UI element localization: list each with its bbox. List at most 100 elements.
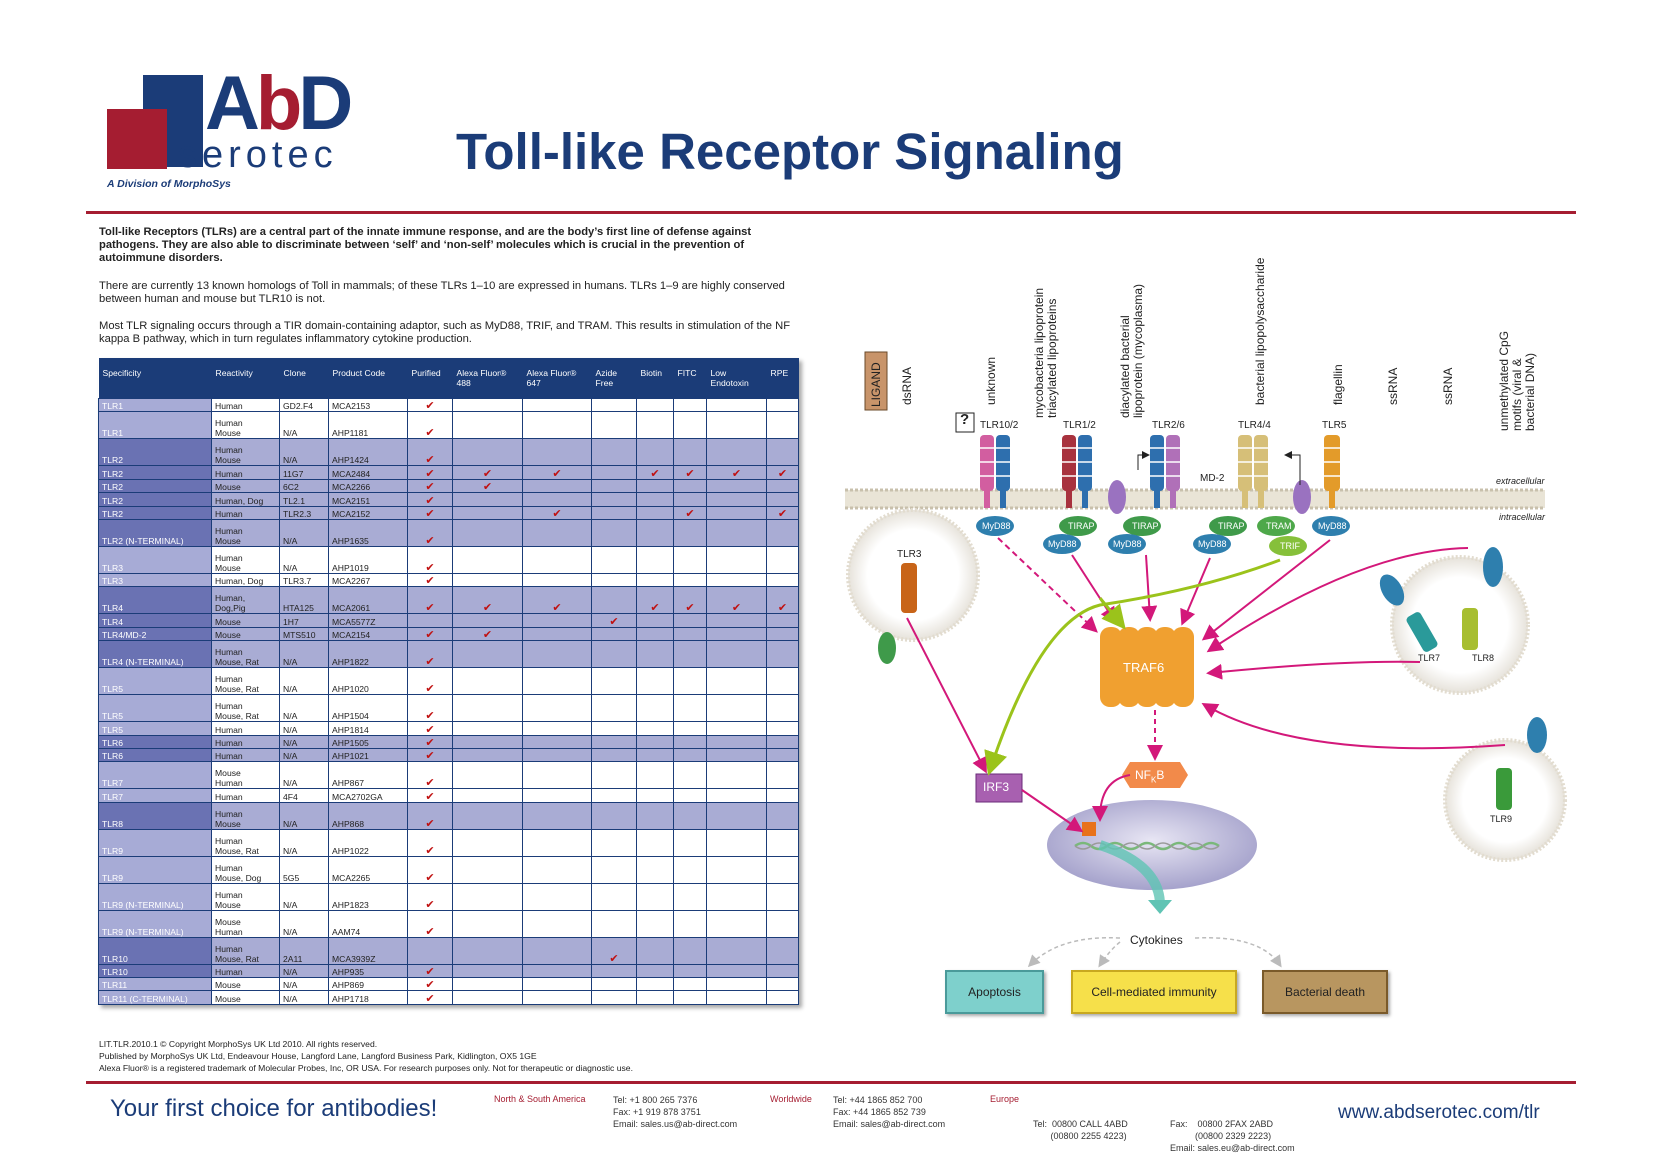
check-mark-icon: ✔	[452, 465, 523, 480]
table-cell: TLR10	[98, 963, 212, 979]
table-cell	[636, 411, 674, 440]
table-cell	[766, 694, 799, 723]
table-cell: AHP1814	[328, 721, 408, 736]
check-mark-icon: ✔	[407, 788, 453, 803]
table-cell	[452, 761, 523, 790]
table-cell	[673, 478, 707, 494]
table-cell	[766, 572, 799, 588]
website-link[interactable]: www.abdserotec.com/tlr	[1338, 1102, 1540, 1123]
table-cell	[706, 990, 767, 1005]
table-cell	[706, 694, 767, 723]
check-mark-icon: ✔	[407, 747, 453, 763]
table-cell	[706, 411, 767, 440]
table-cell	[522, 977, 592, 992]
label-tlr4-4: TLR4/4	[1238, 420, 1271, 431]
table-header-cell: FITC	[673, 358, 707, 399]
table-cell	[706, 613, 767, 628]
table-cell	[452, 694, 523, 723]
table-cell: N/A	[279, 518, 329, 547]
table-cell: TLR5	[98, 667, 212, 696]
table-cell: Human Mouse	[211, 438, 280, 467]
ligand-tag	[864, 351, 888, 411]
check-mark-icon: ✔	[673, 586, 707, 615]
table-cell: MCA2484	[328, 465, 408, 480]
table-cell	[591, 828, 637, 857]
table-cell	[591, 465, 637, 480]
ligand-label-ssrna: ssRNA	[1441, 367, 1455, 405]
table-cell	[591, 572, 637, 588]
table-cell: GD2.F4	[279, 397, 329, 413]
check-mark-icon: ✔	[636, 465, 674, 480]
table-cell: AHP1181	[328, 411, 408, 440]
table-cell	[706, 518, 767, 547]
label-nfkb: NFKB	[1135, 768, 1165, 785]
table-cell	[636, 909, 674, 938]
table-cell	[673, 626, 707, 642]
table-cell: TLR4 (N-TERMINAL)	[98, 640, 212, 669]
table-cell	[636, 721, 674, 736]
check-mark-icon: ✔	[522, 586, 592, 615]
table-cell	[591, 478, 637, 494]
table-cell	[591, 438, 637, 467]
table-cell	[706, 667, 767, 696]
ligand-label-dsrna: dsRNA	[900, 366, 914, 405]
table-header-cell: Alexa Fluor® 647	[522, 358, 592, 399]
table-cell: MCA2151	[328, 492, 408, 507]
table-cell	[522, 747, 592, 763]
table-cell	[673, 667, 707, 696]
table-cell	[706, 747, 767, 763]
table-cell	[673, 909, 707, 938]
email-link-ww[interactable]: Email: sales@ab-direct.com	[833, 1119, 946, 1129]
check-mark-icon: ✔	[407, 977, 453, 992]
table-cell: N/A	[279, 721, 329, 736]
table-cell	[766, 990, 799, 1005]
table-cell	[452, 721, 523, 736]
check-mark-icon: ✔	[407, 586, 453, 615]
table-cell: Human	[211, 505, 280, 520]
tlr4-4-receptor	[1238, 435, 1268, 508]
label-traf6: TRAF6	[1123, 660, 1165, 675]
check-mark-icon: ✔	[522, 465, 592, 480]
table-cell: TLR5	[98, 721, 212, 736]
table-cell: Mouse	[211, 626, 280, 642]
table-cell	[452, 734, 523, 749]
table-cell: AAM74	[328, 909, 408, 938]
table-cell	[673, 518, 707, 547]
table-cell: TLR10	[98, 936, 212, 965]
label-myd88: MyD88	[1318, 521, 1347, 531]
table-cell: N/A	[279, 545, 329, 574]
table-cell: MCA2154	[328, 626, 408, 642]
table-cell: AHP1718	[328, 990, 408, 1005]
table-cell	[522, 734, 592, 749]
table-cell	[673, 411, 707, 440]
label-myd88: MyD88	[1113, 539, 1142, 549]
email-link-eu[interactable]: Email: sales.eu@ab-direct.com	[1170, 1143, 1295, 1153]
check-mark-icon: ✔	[673, 465, 707, 480]
table-cell: Human Mouse	[211, 882, 280, 911]
email-link-us[interactable]: Email: sales.us@ab-direct.com	[613, 1119, 738, 1129]
table-cell: Human, Dog	[211, 492, 280, 507]
table-cell	[522, 963, 592, 979]
table-cell	[673, 694, 707, 723]
table-cell: TLR2	[98, 465, 212, 480]
table-cell: MTS510	[279, 626, 329, 642]
check-mark-icon: ✔	[407, 465, 453, 480]
table-cell: 11G7	[279, 465, 329, 480]
table-cell	[522, 518, 592, 547]
table-cell	[673, 747, 707, 763]
table-cell	[591, 734, 637, 749]
check-mark-icon: ✔	[407, 694, 453, 723]
table-cell	[591, 977, 637, 992]
table-cell	[673, 721, 707, 736]
check-mark-icon: ✔	[766, 465, 799, 480]
table-cell	[636, 788, 674, 803]
table-cell: Human Mouse, Rat	[211, 936, 280, 965]
ligand-label-diacylated: diacylated bacterial lipoprotein (mycopl…	[1118, 283, 1145, 418]
table-cell	[706, 492, 767, 507]
table-cell: N/A	[279, 882, 329, 911]
ligand-label-ssrna: ssRNA	[1386, 367, 1400, 405]
table-header-cell: Reactivity	[211, 358, 280, 399]
check-mark-icon: ✔	[407, 626, 453, 642]
